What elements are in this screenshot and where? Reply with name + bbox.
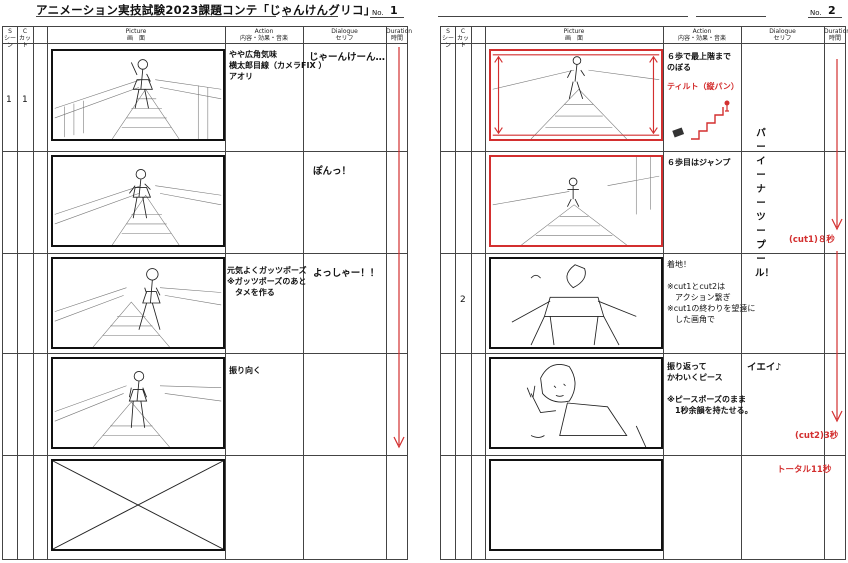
dialogue-text-2: ぽんっ！ xyxy=(313,166,352,177)
header-duration: Duration 時間 xyxy=(386,28,413,42)
action-text-3: 元気よくガッツポーズ ※ガッツポーズのあと タメを作る xyxy=(227,266,307,297)
picture-frame-5-empty xyxy=(51,459,225,551)
duration-arrows xyxy=(831,59,843,423)
action-text-3: 着地！ ※cut1とcut2は アクション繋ぎ ※cut1の終わりを望遠に した… xyxy=(667,260,756,324)
picture-frame-5-blank xyxy=(489,459,663,551)
empty-frame-cross xyxy=(53,461,223,549)
action-text-4: 振り向く xyxy=(229,366,261,375)
landing-girl-sketch xyxy=(511,264,637,346)
peace-girl-sketch xyxy=(526,364,647,447)
picture-frame-3-landing xyxy=(489,257,663,349)
header-scene: S シーン xyxy=(3,28,16,49)
action-text-1: やや広角気味 横太郎目線（カメラFIX ） アオリ xyxy=(229,50,327,81)
storyboard-sheet-2: No. 2 S シーン C カット Picture 画 面 Action 内容・… xyxy=(438,0,848,563)
stairs-girl-sketch xyxy=(54,169,222,245)
action-text-2: ６歩目はジャンプ xyxy=(667,158,731,167)
page-no-value: 2 xyxy=(828,4,836,17)
duration-total: トータル11秒 xyxy=(777,465,832,475)
header-action: Action 内容・効果・音楽 xyxy=(677,28,726,42)
title-underline xyxy=(438,16,688,17)
picture-frame-4 xyxy=(51,357,225,449)
duration-arrow xyxy=(393,47,405,449)
cut-number: 2 xyxy=(460,295,466,305)
storyboard-grid: S シーン C カット Picture 画 面 Action 内容・効果・音楽 … xyxy=(2,26,413,560)
header-dialogue: Dialogue セリフ xyxy=(331,28,358,42)
action-text-1: ６歩で最上階まで のぼる xyxy=(667,52,731,72)
dialogue-text-1: じゃーんけーん… xyxy=(309,52,386,63)
storyboard-sheet-1: アニメーション実技試験2023課題コンテ「じゃんけんグリコ」 No. 1 S シ… xyxy=(0,0,413,563)
duration-cut2: (cut2)3秒 xyxy=(795,431,839,441)
tilt-stairs-sketch xyxy=(492,54,660,139)
title-underline xyxy=(36,16,276,17)
page-no-underline xyxy=(808,17,842,18)
picture-frame-2-jump xyxy=(489,155,663,247)
vertical-dialogue: パーイーナーツープール！ xyxy=(755,128,775,279)
action-text-4: 振り返って かわいくピース ※ピースポーズのまま 1秒余韻を持たせる。 xyxy=(667,362,753,415)
stairs-girl-sketch xyxy=(54,268,222,347)
page-no-label: No. xyxy=(372,9,384,17)
header-action: Action 内容・効果・音楽 xyxy=(239,28,288,42)
cut-number: 1 xyxy=(22,95,28,105)
page-no-value: 1 xyxy=(390,4,398,17)
jump-stairs-sketch xyxy=(492,157,660,245)
page-no-label: No. xyxy=(810,9,822,17)
picture-frame-1 xyxy=(51,49,225,141)
subtitle-underline xyxy=(282,16,338,17)
header-cut: C カット xyxy=(18,28,31,49)
picture-frame-1-tilt xyxy=(489,49,663,141)
header-duration: Duration 時間 xyxy=(824,28,848,42)
dialogue-text-3: よっしゃー！！ xyxy=(313,268,380,279)
scene-number: 1 xyxy=(6,95,12,105)
dialogue-text-4: イエイ♪ xyxy=(747,362,782,373)
picture-frame-3 xyxy=(51,257,225,349)
header-dialogue: Dialogue セリフ xyxy=(769,28,796,42)
header-picture: Picture 画 面 xyxy=(125,28,147,42)
header-cut: C カット xyxy=(456,28,469,49)
sheet-title: アニメーション実技試験2023課題コンテ「じゃんけんグリコ」 xyxy=(36,3,376,17)
header-picture: Picture 画 面 xyxy=(563,28,585,42)
duration-cut1: (cut1)８秒 xyxy=(789,235,835,245)
action-text-1-camera: ティルト（縦パン） xyxy=(667,82,739,91)
storyboard-grid: S シーン C カット Picture 画 面 Action 内容・効果・音楽 … xyxy=(440,26,848,560)
stairs-girl-sketch xyxy=(54,371,222,447)
picture-frame-4-peace xyxy=(489,357,663,449)
header-scene: S シーン xyxy=(441,28,454,49)
subtitle-underline xyxy=(696,16,766,17)
picture-frame-2 xyxy=(51,155,225,247)
stairs-girl-sketch xyxy=(54,59,222,139)
page-no-underline xyxy=(370,17,404,18)
tilt-stairs-icon xyxy=(672,100,730,140)
